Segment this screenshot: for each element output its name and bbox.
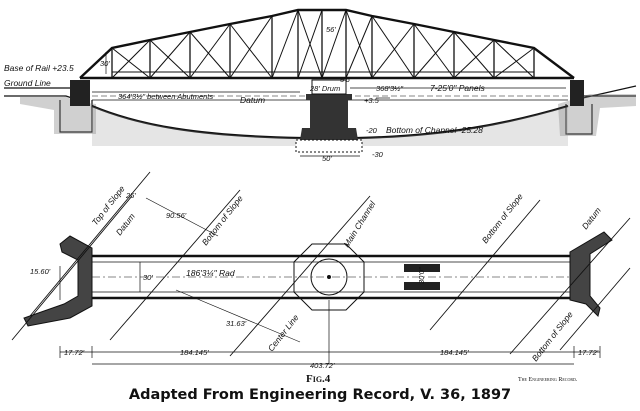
label-datum: Datum [240, 95, 265, 105]
label-height-center: 56' [326, 25, 336, 34]
label-height-end: 30' [100, 59, 110, 68]
label-radius: 186'3¼" Rad [186, 268, 235, 278]
elevation-dimension-marks [92, 14, 566, 157]
source-credit: Adapted From Engineering Record, V. 36, … [128, 387, 512, 403]
plan-dimension-line [59, 197, 601, 365]
label-right-edge: 17.72' [578, 348, 599, 357]
rest-pier-block-2 [404, 282, 440, 290]
truss-diagonals [79, 9, 575, 79]
right-embankment [565, 85, 637, 135]
label-dim-3163: 31.63' [226, 319, 247, 328]
truss-posts [111, 10, 535, 78]
pier-foundation [295, 139, 363, 153]
label-depth-30: -30 [372, 150, 384, 159]
label-left-span: 184.145' [180, 348, 209, 357]
bridge-plan: Top of Slope Datum Bottom of Slope Main … [11, 171, 631, 370]
label-bottom-of-slope-right: Bottom of Slope [480, 191, 525, 245]
swing-radius-line [175, 289, 301, 343]
main-channel-pier [293, 243, 365, 311]
label-center-line: Center Line [266, 312, 301, 353]
label-deck-dim: 30'0" [417, 267, 426, 284]
label-bottom-of-slope-right-lower: Bottom of Slope [530, 309, 575, 363]
label-datum-right: Datum [580, 205, 603, 231]
label-dim-25: 25' [125, 191, 136, 200]
right-abutment [570, 80, 584, 106]
rest-pier-block [404, 264, 440, 272]
label-ground-line: Ground Line [4, 78, 51, 88]
right-ground-hatch [558, 94, 636, 136]
label-depth-20: -20 [366, 126, 378, 135]
label-pier-width: 50' [322, 154, 332, 163]
label-total: 403.72' [310, 361, 335, 370]
label-bottom-of-slope-left: Bottom of Slope [200, 193, 245, 247]
bridge-elevation: Base of Rail +23.5 Ground Line 56' 30' 3… [4, 8, 637, 163]
label-main-channel: Main Channel [341, 198, 378, 249]
center-pier [300, 94, 358, 140]
label-drum-dim: 5'6" [340, 75, 353, 84]
label-left-edge: 17.72' [64, 348, 85, 357]
label-pier-top: +3.5 [364, 96, 380, 105]
left-abutment [70, 80, 90, 106]
label-between-abutments: 364'3½" between Abutments [118, 92, 213, 101]
label-datum-left: Datum [114, 211, 137, 237]
label-dim-9056: 90.56' [166, 211, 187, 220]
plan-deck [92, 254, 574, 300]
plan-left-abutment [23, 235, 93, 327]
pier-drum [311, 79, 347, 95]
pivot-center [327, 275, 331, 279]
label-panels: 7-25'0" Panels [430, 83, 485, 93]
label-right-span: 184.145' [440, 348, 469, 357]
publisher-credit: The Engineering Record. [518, 377, 578, 383]
label-base-of-rail: Base of Rail +23.5 [4, 63, 74, 73]
label-dim-1560: 15.60' [30, 267, 51, 276]
plan-right-abutment [569, 231, 613, 317]
label-drum: 28' Drum [309, 84, 340, 93]
label-span-right: 368'3½" [376, 84, 403, 93]
label-bottom-of-channel: Bottom of Channel -25.28 [386, 125, 483, 135]
channel-earth [92, 106, 568, 146]
pivot-drum [310, 258, 348, 296]
plan-slope-lines [11, 171, 631, 357]
label-dim-30: 30' [143, 273, 153, 282]
figure-number: Fig.4 [306, 373, 331, 385]
